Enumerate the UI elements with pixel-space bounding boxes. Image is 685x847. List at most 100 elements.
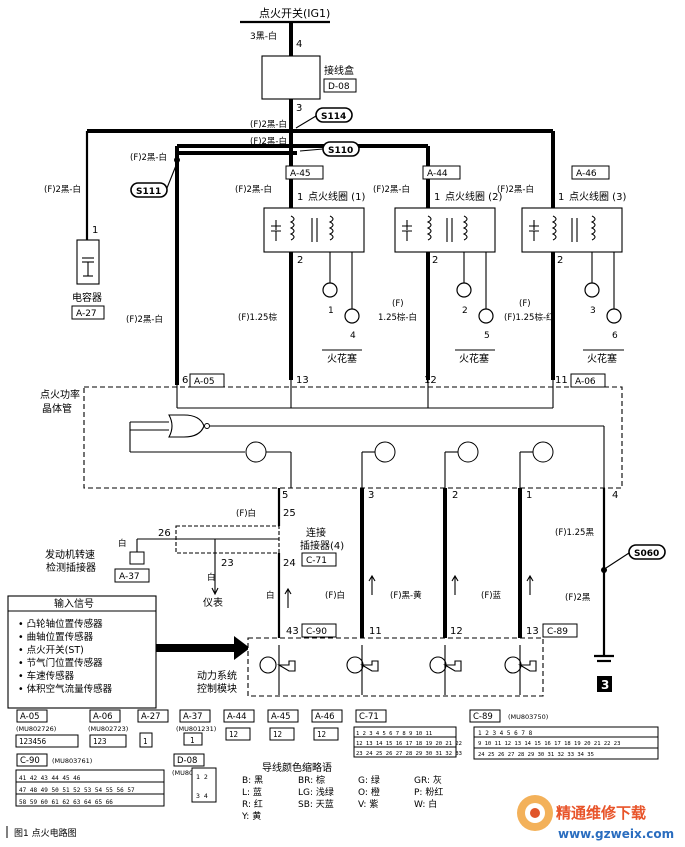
- svg-text:12: 12: [424, 375, 437, 386]
- svg-text:1 2: 1 2: [196, 773, 208, 781]
- svg-text:41 42 43 44 45 46: 41 42 43 44 45 46: [19, 775, 81, 782]
- svg-text:图1 点火电路图: 图1 点火电路图: [14, 827, 77, 839]
- svg-text:晶体管: 晶体管: [42, 402, 72, 415]
- svg-text:4: 4: [350, 331, 356, 341]
- svg-text:2: 2: [557, 255, 563, 266]
- svg-text:(MU801231): (MU801231): [176, 725, 216, 733]
- ignition-coil-3: A-46 1 点火线圈 (3) 2 3 6 火花塞 (F) (F)1.25棕-红: [504, 165, 626, 380]
- svg-text:发动机转速: 发动机转速: [45, 548, 95, 561]
- svg-text:点火线圈 (3): 点火线圈 (3): [569, 190, 626, 203]
- svg-text:白: 白: [118, 538, 127, 549]
- svg-text:123456: 123456: [19, 737, 47, 746]
- svg-text:2: 2: [452, 490, 458, 501]
- svg-text:连接: 连接: [306, 526, 326, 539]
- svg-text:23: 23: [221, 558, 234, 569]
- svg-text:6: 6: [182, 375, 188, 386]
- svg-text:24: 24: [283, 558, 296, 569]
- svg-text:• 体积空气流量传感器: • 体积空气流量传感器: [18, 683, 113, 695]
- junction-box: 接线盒 D-08 3: [261, 55, 357, 130]
- svg-text:1: 1: [297, 192, 303, 203]
- svg-text:13: 13: [526, 626, 539, 637]
- svg-text:B: 黑: B: 黑: [242, 775, 263, 786]
- watermark: 精通维修下载 www.gzweix.com: [517, 795, 674, 841]
- joint-connector-4: 连接 插接器(4) C-71 26 23 白 仪表 24 白: [137, 525, 344, 645]
- splice-s110: S110: [328, 146, 353, 156]
- connector-legend: A-05 (MU802726) 123456 A-06 (MU802723) 1…: [15, 709, 659, 807]
- svg-text:1: 1: [558, 192, 564, 203]
- input-signals: 输入信号 • 凸轮轴位置传感器 • 曲轴位置传感器 • 点火开关(ST) • 节…: [7, 595, 250, 709]
- svg-text:• 车速传感器: • 车速传感器: [18, 670, 75, 682]
- svg-text:G: 绿: G: 绿: [358, 774, 380, 786]
- figure-caption: 图1 点火电路图: [6, 826, 77, 839]
- svg-text:23 24 25 26 27 28 29 30 31 32: 23 24 25 26 27 28 29 30 31 32 33: [356, 751, 462, 757]
- igniter-power-transistor: 点火功率 晶体管 6 A-05 13 12 11 A-06: [40, 373, 623, 501]
- svg-text:1: 1: [328, 306, 334, 316]
- svg-text:25: 25: [283, 508, 296, 519]
- svg-text:接线盒: 接线盒: [324, 64, 354, 77]
- svg-text:A-45: A-45: [271, 712, 291, 722]
- svg-text:(F)2黑-白: (F)2黑-白: [250, 136, 287, 147]
- svg-text:C-90: C-90: [20, 756, 40, 766]
- svg-text:(F)白: (F)白: [236, 508, 256, 519]
- svg-text:白: 白: [266, 590, 275, 601]
- svg-text:Y: 黄: Y: 黄: [241, 810, 261, 822]
- ignition-switch-label: 点火开关(IG1): [259, 6, 330, 20]
- svg-text:• 凸轮轴位置传感器: • 凸轮轴位置传感器: [18, 618, 103, 630]
- svg-text:(F)2黑-白: (F)2黑-白: [126, 314, 163, 325]
- svg-text:1 2 3 4 5 6 7 8 9 10 11: 1 2 3 4 5 6 7 8 9 10 11: [356, 731, 432, 737]
- svg-text:A-46: A-46: [315, 712, 335, 722]
- svg-text:W: 白: W: 白: [414, 798, 437, 810]
- svg-text:4: 4: [612, 490, 618, 501]
- svg-text:动力系统: 动力系统: [197, 669, 237, 682]
- svg-text:L: 蓝: L: 蓝: [242, 786, 262, 798]
- svg-text:24 25 26 27 28 29 30 31 32 33: 24 25 26 27 28 29 30 31 32 33 34 35: [478, 752, 594, 758]
- svg-text:3黑-白: 3黑-白: [250, 30, 277, 42]
- svg-text:12 13 14 15 16 17 18 19 20 21: 12 13 14 15 16 17 18 19 20 21 22: [356, 741, 462, 747]
- svg-text:点火功率: 点火功率: [40, 388, 80, 401]
- svg-text:1: 1: [526, 490, 532, 501]
- ignition-coil-1: A-45 1 点火线圈 (1) 2 1 4 火花塞 (F)1.25棕: [238, 165, 365, 380]
- svg-text:P: 粉红: P: 粉红: [414, 786, 443, 798]
- svg-text:(MU802726): (MU802726): [16, 725, 56, 733]
- svg-text:V: 紫: V: 紫: [358, 799, 378, 810]
- svg-text:SB: 天蓝: SB: 天蓝: [298, 798, 334, 810]
- watermark-url: www.gzweix.com: [558, 827, 674, 841]
- svg-text:(F)2黑-白: (F)2黑-白: [235, 184, 272, 195]
- svg-text:3: 3: [368, 490, 374, 501]
- svg-text:47 48 49 50 51 52 53 54 55 56: 47 48 49 50 51 52 53 54 55 56 57: [19, 787, 135, 794]
- svg-text:A-06: A-06: [575, 377, 596, 387]
- main-bus: (F)2黑-白 (F)2黑-白 (F)2黑-白: [87, 119, 553, 385]
- svg-text:43: 43: [286, 626, 299, 637]
- svg-text:C-71: C-71: [306, 556, 327, 566]
- svg-text:12: 12: [317, 730, 326, 739]
- svg-text:A-27: A-27: [76, 309, 97, 319]
- svg-text:(F)黑-黄: (F)黑-黄: [390, 590, 422, 601]
- svg-text:3 4: 3 4: [196, 792, 208, 800]
- svg-text:13: 13: [296, 375, 309, 386]
- svg-text:(F)1.25棕: (F)1.25棕: [238, 312, 277, 323]
- wire-color-legend: 导线颜色缩略语 B: 黑 BR: 棕 G: 绿 GR: 灰 L: 蓝 LG: 浅…: [241, 761, 443, 822]
- svg-text:D-08: D-08: [328, 82, 350, 92]
- svg-text:A-37: A-37: [119, 572, 140, 582]
- svg-text:1: 1: [190, 736, 195, 745]
- svg-text:白: 白: [207, 572, 216, 583]
- ignition-coil-2: A-44 1 点火线圈 (2) 2 2 5 火花塞 (F) 1.25棕-白: [378, 165, 502, 380]
- svg-text:(F)白: (F)白: [325, 590, 345, 601]
- svg-text:3: 3: [590, 306, 596, 316]
- svg-text:LG: 浅绿: LG: 浅绿: [298, 786, 334, 798]
- svg-text:C-89: C-89: [547, 627, 568, 637]
- svg-text:(F)1.25黑: (F)1.25黑: [555, 528, 594, 538]
- svg-text:12: 12: [229, 730, 238, 739]
- svg-text:5: 5: [484, 331, 490, 341]
- coil-feeds: (F)2黑-白 (F)2黑-白 (F)2黑-白 (F)2黑-白: [126, 131, 555, 325]
- svg-text:GR: 灰: GR: 灰: [414, 774, 442, 786]
- svg-text:(F)2黑-白: (F)2黑-白: [44, 184, 81, 195]
- svg-text:123: 123: [93, 737, 107, 746]
- svg-text:A-44: A-44: [427, 169, 448, 179]
- ground-number: 3: [601, 678, 609, 692]
- svg-text:1: 1: [434, 192, 440, 203]
- svg-text:C-89: C-89: [473, 712, 493, 722]
- svg-text:点火线圈 (1): 点火线圈 (1): [308, 190, 365, 203]
- svg-text:(F): (F): [519, 299, 531, 309]
